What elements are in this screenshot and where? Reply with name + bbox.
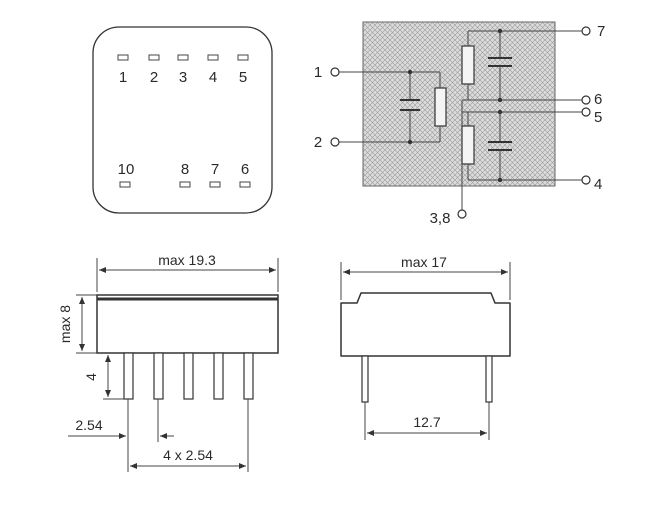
pin-pad (177, 54, 189, 61)
pin (243, 352, 254, 400)
pin (153, 352, 164, 400)
pin-pad (209, 181, 221, 188)
terminal-7 (581, 26, 591, 36)
schematic: 1 2 3,8 7 6 (314, 21, 605, 227)
schematic-pin-label: 4 (594, 176, 602, 193)
pin-label: 4 (209, 69, 217, 86)
pin-pad (179, 181, 191, 188)
pin (485, 355, 493, 403)
side-view-body (96, 294, 279, 354)
terminal-5 (581, 107, 591, 117)
pin-label: 1 (119, 69, 127, 86)
terminal-3-8 (457, 209, 467, 219)
pitch-label: 2.54 (75, 417, 102, 433)
terminal-2 (330, 137, 340, 147)
schematic-body (362, 21, 556, 187)
pin (361, 355, 369, 403)
pin-pad (117, 54, 129, 61)
pin-pad (148, 54, 160, 61)
schematic-pin-label: 5 (594, 109, 602, 126)
pin-label: 8 (181, 161, 189, 178)
pin-label: 10 (118, 161, 135, 178)
top-view: 1 2 3 4 5 10 8 7 6 (92, 26, 273, 214)
pin-label: 6 (241, 161, 249, 178)
pin-label: 2 (150, 69, 158, 86)
span-label: 4 x 2.54 (163, 447, 213, 463)
terminal-1 (330, 67, 340, 77)
terminal-6 (581, 95, 591, 105)
schematic-pin-label: 7 (597, 23, 605, 40)
resistor (434, 87, 447, 127)
end-width-label: max 17 (401, 254, 447, 270)
schematic-pin-label: 2 (314, 134, 322, 151)
pin-pad (207, 54, 219, 61)
pin-pad (119, 181, 131, 188)
resistor (461, 125, 475, 165)
pin (213, 352, 224, 400)
pin-pad (239, 181, 251, 188)
pin-label: 7 (211, 161, 219, 178)
width-label: max 19.3 (158, 252, 216, 268)
pin-length-label: 4 (83, 373, 99, 381)
height-label: max 8 (57, 305, 73, 343)
pin-spacing-label: 12.7 (413, 414, 440, 430)
side-view: max 19.3 max 8 4 2.54 4 x 2.54 (57, 252, 279, 472)
schematic-pin-label: 1 (314, 64, 322, 81)
pin (183, 352, 194, 400)
pin-label: 5 (239, 69, 247, 86)
end-view: max 17 12.7 (340, 254, 511, 440)
top-view-outline (92, 26, 273, 214)
pin-label: 3 (179, 69, 187, 86)
resistor (461, 45, 475, 85)
schematic-pin-label: 6 (594, 91, 602, 108)
pin-pad (237, 54, 249, 61)
pin (123, 352, 134, 400)
end-view-body (340, 292, 511, 357)
schematic-pin-label: 3,8 (430, 210, 451, 227)
terminal-4 (581, 175, 591, 185)
